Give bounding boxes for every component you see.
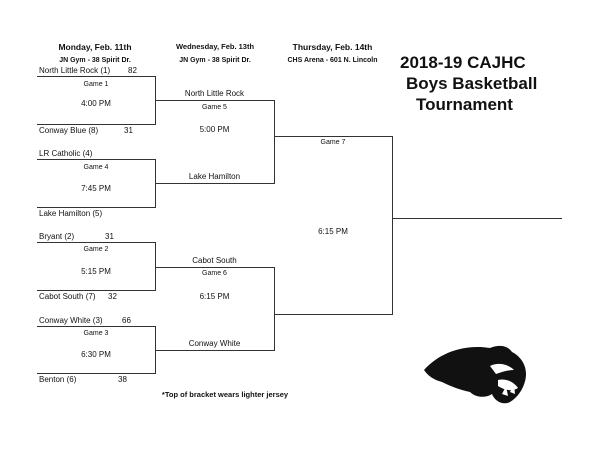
- game-label: Game 6: [202, 270, 227, 277]
- team-name: Conway Blue (8): [39, 126, 99, 135]
- panther-logo-icon: [424, 345, 526, 404]
- team-name: Conway White (3): [39, 316, 103, 325]
- game-time: 6:15 PM: [318, 227, 348, 236]
- game-label: Game 3: [83, 330, 109, 337]
- title-line-1: 2018-19 CAJHC: [400, 53, 526, 72]
- title-line-2: Boys Basketball: [406, 74, 538, 93]
- team-name: Cabot South (7): [39, 292, 96, 301]
- team-score: 38: [118, 375, 127, 384]
- game-time: 7:45 PM: [81, 184, 111, 193]
- team-score: 31: [124, 126, 133, 135]
- game-label: Game 5: [202, 104, 227, 111]
- team-score: 32: [108, 292, 117, 301]
- team-name: Benton (6): [39, 375, 77, 384]
- team-name: LR Catholic (4): [39, 149, 93, 158]
- team-score: 82: [128, 66, 137, 75]
- header-venue-2: JN Gym - 38 Spirit Dr.: [179, 57, 251, 64]
- game-time: 5:00 PM: [199, 125, 230, 134]
- game-time: 4:00 PM: [81, 99, 111, 108]
- team-name: Bryant (2): [39, 232, 75, 241]
- tournament-title: 2018-19 CAJHC Boys Basketball Tournament: [400, 52, 537, 115]
- game-label: Game 4: [83, 164, 109, 171]
- header-venue-1: JN Gym - 38 Spirit Dr.: [59, 57, 131, 64]
- game-time: 6:30 PM: [81, 350, 111, 359]
- team-name: Lake Hamilton (5): [39, 209, 103, 218]
- team-name: Cabot South: [192, 256, 237, 265]
- team-name: North Little Rock (1): [39, 66, 111, 75]
- team-score: 31: [105, 232, 114, 241]
- header-day-1: Monday, Feb. 11th: [58, 42, 132, 52]
- game-label: Game 7: [320, 139, 346, 146]
- header-day-3: Thursday, Feb. 14th: [292, 42, 373, 52]
- header-day-2: Wednesday, Feb. 13th: [175, 42, 255, 51]
- header-venue-3: CHS Arena - 601 N. Lincoln: [287, 57, 378, 64]
- game-time: 5:15 PM: [81, 267, 111, 276]
- team-name: North Little Rock: [184, 89, 245, 98]
- footnote: *Top of bracket wears lighter jersey: [161, 390, 289, 399]
- title-line-3: Tournament: [416, 95, 513, 114]
- game-time: 6:15 PM: [199, 292, 230, 301]
- team-name: Conway White: [188, 339, 241, 348]
- game-label: Game 1: [83, 81, 109, 88]
- game-label: Game 2: [83, 246, 109, 253]
- team-name: Lake Hamilton: [188, 172, 241, 181]
- team-score: 66: [122, 316, 131, 325]
